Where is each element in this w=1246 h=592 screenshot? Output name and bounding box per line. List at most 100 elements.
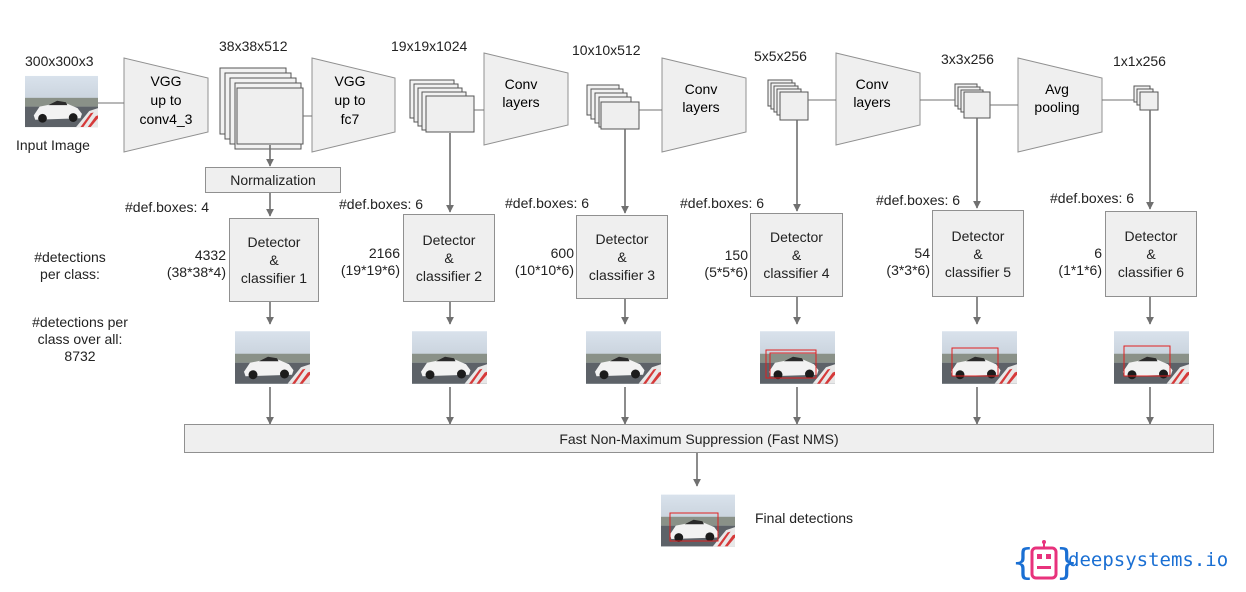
detection-count-4: 150 (5*5*6) <box>668 247 748 281</box>
detection-count: 54 <box>914 245 930 261</box>
trapezoid-avg-pooling: Avg pooling <box>1017 57 1103 153</box>
detector-label-line: Detector <box>422 232 476 248</box>
input-image <box>25 75 98 128</box>
detection-count-1: 4332 (38*38*4) <box>140 247 226 281</box>
final-detection-image <box>661 494 735 547</box>
trapezoid-label-line: Conv <box>685 81 718 97</box>
detection-thumbnail-2 <box>412 331 487 384</box>
def-boxes-label: #def.boxes: 6 <box>680 195 765 211</box>
detections-per-class-label: #detections per class: <box>18 249 122 283</box>
feature-map-stack-2 <box>409 79 475 133</box>
trapezoid-label-line: conv4_3 <box>140 111 193 127</box>
feature-size-label: 1x1x256 <box>1113 53 1166 69</box>
trapezoid-label-line: up to <box>150 92 181 108</box>
detector-label-line: & <box>269 252 279 268</box>
detection-thumbnail-3 <box>586 331 661 384</box>
trapezoid-label-line: fc7 <box>341 111 360 127</box>
def-boxes-label: #def.boxes: 4 <box>125 199 210 215</box>
detector-label-line: classifier 1 <box>240 270 308 286</box>
def-boxes-label: #def.boxes: 6 <box>505 195 590 211</box>
detector-label-line: classifier 6 <box>1117 264 1185 280</box>
trapezoid-vgg-conv4: VGG up to conv4_3 <box>123 57 209 153</box>
detections-overall-line: #detections per <box>32 314 128 330</box>
trapezoid-label-line: VGG <box>150 73 181 89</box>
trapezoid-label-line: layers <box>502 94 539 110</box>
arrows <box>266 110 1154 487</box>
detector-label-line: & <box>617 249 627 265</box>
input-size-label: 300x300x3 <box>25 53 94 69</box>
detection-count-3: 600 (10*10*6) <box>494 245 574 279</box>
trapezoid-label-line: Avg <box>1045 81 1069 97</box>
detection-thumbnail-5 <box>942 331 1017 384</box>
feature-map-stack-4 <box>767 79 809 121</box>
detector-label-line: classifier 3 <box>588 267 656 283</box>
detection-thumbnail-1 <box>235 331 310 384</box>
trapezoid-conv-1: Conv layers <box>483 52 569 146</box>
robot-icon: { } <box>1012 540 1078 583</box>
detector-label-line: Detector <box>247 234 301 250</box>
detector-box-3: Detector & classifier 3 <box>576 215 668 299</box>
detector-label-line: Detector <box>770 229 823 245</box>
detection-thumbnail-4 <box>760 331 835 384</box>
detection-count-2: 2166 (19*19*6) <box>320 245 400 279</box>
detections-overall-label: #detections per class over all: 8732 <box>14 314 146 365</box>
trapezoid-label-line: layers <box>853 94 890 110</box>
horizontal-connectors <box>98 99 1134 117</box>
def-boxes-label: #def.boxes: 6 <box>876 192 961 208</box>
brand-logo: deepsystems.io <box>1010 540 1246 584</box>
detection-formula: (19*19*6) <box>340 262 400 278</box>
feature-map-stack-5 <box>954 83 991 119</box>
detector-box-1: Detector & classifier 1 <box>229 218 319 302</box>
trapezoid-label-line: Conv <box>505 76 538 92</box>
detections-per-class-line: per class: <box>40 266 100 282</box>
normalization-label: Normalization <box>230 172 316 188</box>
detector-label-line: classifier 5 <box>944 263 1012 280</box>
detection-count-5: 54 (3*3*6) <box>850 245 930 279</box>
detection-count: 600 <box>550 245 574 261</box>
final-detections-label: Final detections <box>755 510 854 526</box>
detector-box-5: Detector & classifier 5 <box>932 210 1024 297</box>
feature-map-stack-6 <box>1133 85 1159 111</box>
def-boxes-label: #def.boxes: 6 <box>339 196 424 212</box>
input-image-label: Input Image <box>16 137 90 153</box>
detector-box-4: Detector & classifier 4 <box>750 213 843 297</box>
detection-formula: (1*1*6) <box>1058 262 1102 278</box>
detector-label-line: classifier 4 <box>763 265 830 281</box>
svg-text:}: } <box>1056 542 1078 583</box>
detection-count-6: 6 (1*1*6) <box>1022 245 1102 279</box>
detection-count: 4332 <box>194 247 226 263</box>
feature-map-stack-1 <box>219 67 304 150</box>
feature-size-label: 19x19x1024 <box>391 38 468 54</box>
detector-label-line: & <box>1146 246 1156 262</box>
trapezoid-label-line: pooling <box>1034 99 1079 115</box>
nms-bar: Fast Non-Maximum Suppression (Fast NMS) <box>184 424 1214 453</box>
detection-thumbnail-6 <box>1114 331 1189 384</box>
detector-label-line: Detector <box>595 231 649 247</box>
brand-text: deepsystems.io <box>1068 549 1229 571</box>
feature-size-label: 38x38x512 <box>219 38 288 54</box>
feature-size-label: 5x5x256 <box>754 48 807 64</box>
feature-map-stack-3 <box>586 84 640 130</box>
detections-overall-line: class over all: <box>37 331 123 347</box>
trapezoid-vgg-fc7: VGG up to fc7 <box>311 57 396 153</box>
detections-overall-line: 8732 <box>64 348 96 364</box>
detection-count: 6 <box>1094 245 1102 261</box>
detector-label-line: & <box>973 245 983 262</box>
svg-text:{: { <box>1012 542 1034 583</box>
detection-count: 2166 <box>368 245 400 261</box>
detector-box-6: Detector & classifier 6 <box>1105 211 1197 297</box>
feature-size-label: 10x10x512 <box>572 42 641 58</box>
detector-label-line: classifier 2 <box>415 268 483 284</box>
trapezoid-label-line: Conv <box>856 76 889 92</box>
detection-formula: (3*3*6) <box>886 262 930 278</box>
trapezoid-label-line: VGG <box>334 73 365 89</box>
nms-label: Fast Non-Maximum Suppression (Fast NMS) <box>559 430 839 447</box>
trapezoid-conv-3: Conv layers <box>835 52 921 146</box>
detector-label-line: & <box>444 250 454 266</box>
feature-size-label: 3x3x256 <box>941 51 994 67</box>
detection-formula: (10*10*6) <box>514 262 574 278</box>
trapezoid-label-line: up to <box>334 92 365 108</box>
detection-count: 150 <box>724 247 748 263</box>
def-boxes-label: #def.boxes: 6 <box>1050 190 1135 206</box>
detector-label-line: Detector <box>1124 228 1178 244</box>
